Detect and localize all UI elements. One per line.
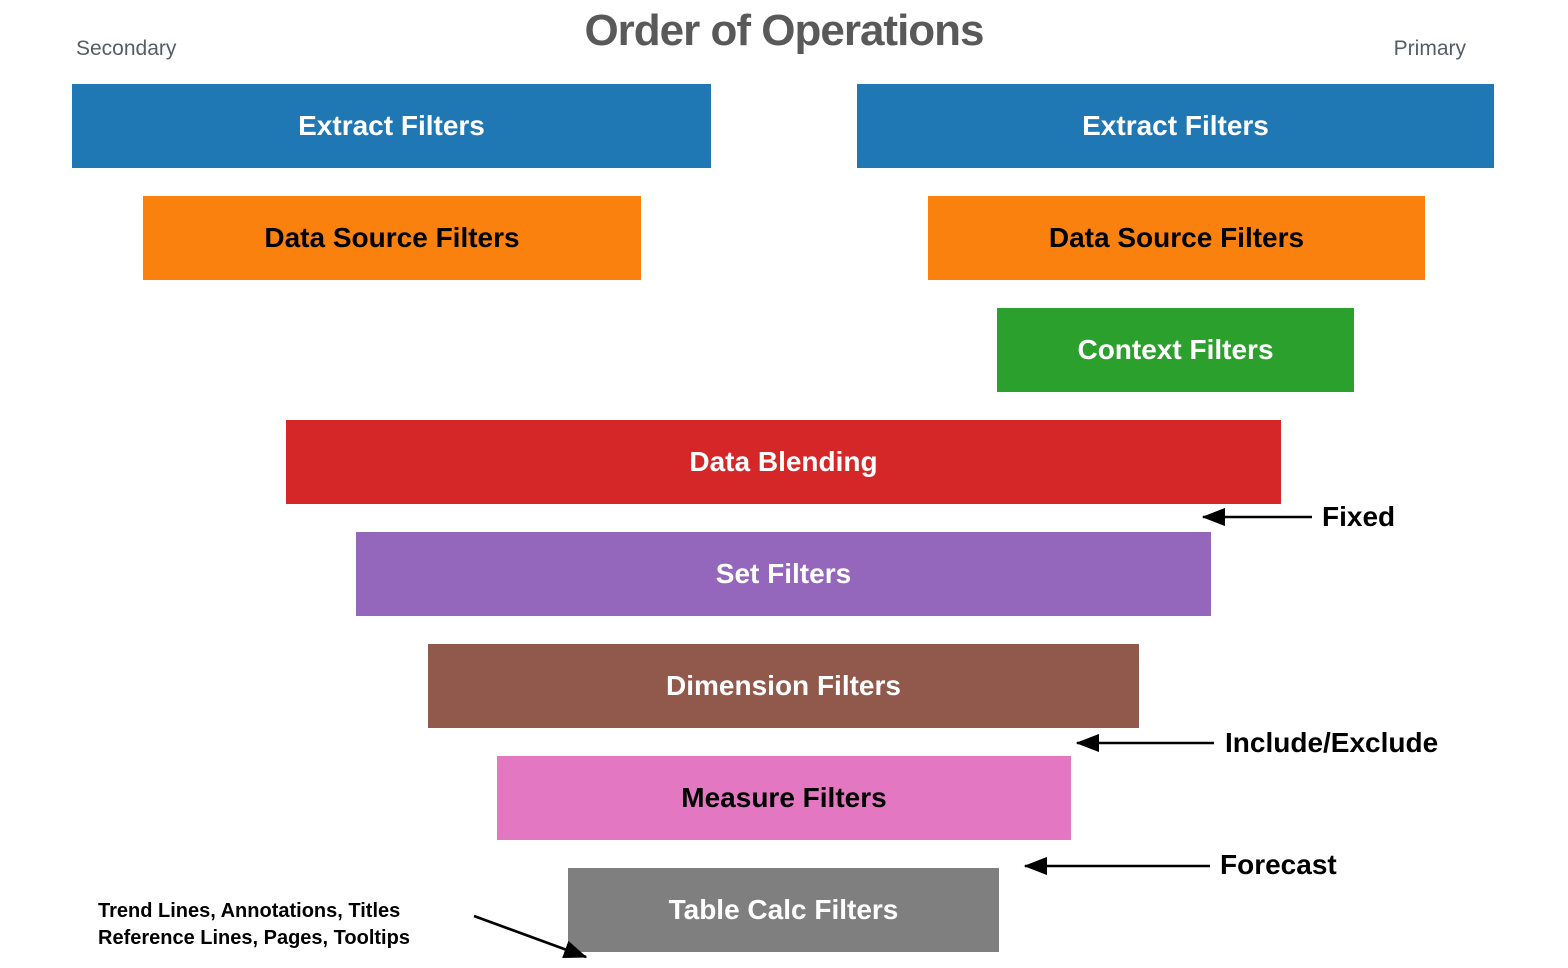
bar-dimension-filters: Dimension Filters xyxy=(428,644,1139,728)
fixed-annotation: Fixed xyxy=(1322,501,1396,532)
bar-data-blending: Data Blending xyxy=(286,420,1281,504)
trend-lines-note-line2: Reference Lines, Pages, Tooltips xyxy=(98,927,410,949)
bar-label: Data Source Filters xyxy=(1048,222,1305,253)
bar-set-filters: Set Filters xyxy=(356,532,1211,616)
bar-label: Set Filters xyxy=(715,558,852,589)
bar-extract-filters-primary: Extract Filters xyxy=(857,84,1494,168)
bar-data-source-filters-primary: Data Source Filters xyxy=(928,196,1425,280)
primary-label: Primary xyxy=(1393,37,1466,60)
bar-label: Extract Filters xyxy=(1082,110,1269,141)
bar-context-filters: Context Filters xyxy=(997,308,1354,392)
secondary-label: Secondary xyxy=(76,37,177,60)
bar-label: Data Blending xyxy=(689,446,878,477)
bar-data-source-filters-secondary: Data Source Filters xyxy=(143,196,641,280)
page-title: Order of Operations xyxy=(584,6,984,55)
trend-lines-note-line1: Trend Lines, Annotations, Titles xyxy=(98,900,401,922)
bar-label: Data Source Filters xyxy=(264,222,520,253)
trend-lines-note: Trend Lines, Annotations, Titles Referen… xyxy=(98,898,410,952)
bar-table-calc-filters: Table Calc Filters xyxy=(568,868,999,952)
bar-label: Extract Filters xyxy=(298,110,485,141)
forecast-annotation: Forecast xyxy=(1220,849,1337,880)
bar-label: Measure Filters xyxy=(681,782,887,813)
include-exclude-annotation: Include/Exclude xyxy=(1225,727,1439,758)
bar-extract-filters-secondary: Extract Filters xyxy=(72,84,711,168)
bar-label: Context Filters xyxy=(1077,334,1274,365)
bar-measure-filters: Measure Filters xyxy=(497,756,1071,840)
bar-label: Table Calc Filters xyxy=(668,894,899,925)
bar-label: Dimension Filters xyxy=(666,670,901,701)
